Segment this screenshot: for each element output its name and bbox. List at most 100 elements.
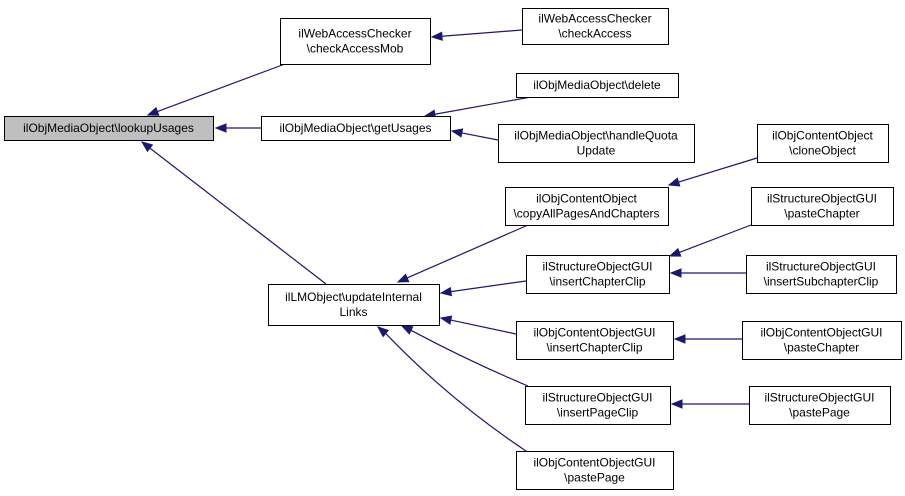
edge-insertSubchapterClip-to-sog_insertChapterClip [669,268,746,278]
edge-arrowhead [400,325,414,335]
node-cog_insertChapterClip[interactable]: ilObjContentObjectGUI\insertChapterClip [516,321,674,360]
node-getUsages[interactable]: ilObjMediaObject\getUsages [261,116,451,141]
node-sog_pastePage[interactable]: ilStructureObjectGUI\pastePage [749,386,891,425]
node-label-line: ilStructureObjectGUI [766,260,876,274]
edge-line [385,333,527,452]
edge-checkAccessMob-to-lookupUsages [146,63,286,116]
edge-arrowhead [439,315,453,325]
edge-line [434,96,532,115]
node-cog_pasteChapter[interactable]: ilObjContentObjectGUI\pasteChapter [742,321,902,360]
node-box[interactable] [498,124,695,163]
node-sog_insertChapterClip[interactable]: ilStructureObjectGUI\insertChapterClip [526,255,670,294]
edge-arrowhead [214,123,227,133]
node-cloneObject[interactable]: ilObjContentObject\cloneObject [757,124,889,163]
node-box[interactable] [525,386,671,425]
node-label-line: \insertPageClip [557,406,639,420]
node-label-line: \pastePage [564,471,625,485]
node-box[interactable] [516,73,679,98]
edge-line [450,280,527,293]
root-node-box [4,116,214,141]
node-label-line: ilLMObject\updateInternal [285,290,422,304]
edges-layer [140,29,758,452]
node-cog_pastePage[interactable]: ilObjContentObjectGUI\pastePage [516,451,674,490]
node-label-line: ilObjContentObjectGUI [760,326,882,340]
node-checkAccess[interactable]: ilWebAccessChecker\checkAccess [522,8,669,45]
edge-line [461,132,499,141]
edge-arrowhead [396,273,410,283]
node-box[interactable] [746,255,897,294]
node-box[interactable] [742,321,902,360]
edge-arrowhead [670,399,683,409]
edge-sog_pastePage-to-sog_insertPageClip [670,399,749,409]
node-insertSubchapterClip[interactable]: ilStructureObjectGUI\insertSubchapterCli… [746,255,897,294]
node-label-line: ilStructureObjectGUI [542,260,652,274]
edge-cog_pasteChapter-to-cog_insertChapterClip [673,334,742,344]
node-label-line: \pastePage [789,406,850,420]
node-label-line: ilStructureObjectGUI [767,192,877,206]
node-label-line: ilObjContentObjectGUI [533,326,655,340]
node-label-line: ilObjMediaObject\handleQuota [514,129,678,143]
edge-arrowhead [146,106,160,116]
node-box[interactable] [516,451,674,490]
node-label-line: ilWebAccessChecker [538,12,651,26]
node-delete[interactable]: ilObjMediaObject\delete [516,73,679,98]
node-label-line: ilStructureObjectGUI [542,391,652,405]
edge-arrowhead [450,128,464,138]
node-copyAllPagesAndChapters[interactable]: ilObjContentObject\copyAllPagesAndChapte… [505,187,669,226]
edge-cog_pastePage-to-updateInternalLinks [376,326,527,452]
edge-delete-to-getUsages [423,96,532,119]
node-sog_insertPageClip[interactable]: ilStructureObjectGUI\insertPageClip [525,386,671,425]
edge-getUsages-to-lookupUsages [214,123,261,133]
node-box[interactable] [526,255,670,294]
node-sog_pasteChapter[interactable]: ilStructureObjectGUI\pasteChapter [751,187,894,226]
node-label-line: ilObjMediaObject\getUsages [279,121,431,135]
node-box[interactable] [516,321,674,360]
node-label-line: ilWebAccessChecker [298,27,411,41]
edge-line [441,29,523,37]
node-label-line: Links [339,305,367,319]
edge-line [157,63,286,113]
edge-updateInternalLinks-to-lookupUsages [140,141,327,285]
edge-cog_insertChapterClip-to-updateInternalLinks [439,315,517,335]
edge-sog_insertPageClip-to-updateInternalLinks [400,325,529,387]
node-label-line: ilObjMediaObject\lookupUsages [23,121,194,135]
node-box[interactable] [280,18,431,65]
node-box[interactable] [757,124,889,163]
edge-arrowhead [669,268,682,278]
edge-arrowhead [376,326,390,338]
node-label-line: \insertSubchapterClip [764,275,879,289]
node-label-line: \insertChapterClip [546,341,642,355]
edge-arrowhead [140,141,154,153]
edge-arrowhead [668,247,682,257]
node-label-line: \copyAllPagesAndChapters [513,207,659,221]
edge-sog_pasteChapter-to-sog_insertChapterClip [668,224,752,257]
node-label-line: \cloneObject [789,144,856,158]
node-box[interactable] [749,386,891,425]
node-label-line: ilObjContentObject [536,192,637,206]
node-box[interactable] [751,187,894,226]
node-label-line: Update [577,144,616,158]
edge-arrowhead [667,177,681,187]
edge-cloneObject-to-copyAllPagesAndChapters [667,157,758,187]
edge-line [406,224,529,279]
edge-line [410,329,529,387]
node-box[interactable] [522,8,669,45]
node-checkAccessMob[interactable]: ilWebAccessChecker\checkAccessMob [280,18,431,65]
node-label-line: \checkAccess [558,27,631,41]
node-label-line: \checkAccessMob [307,42,404,56]
edge-line [149,147,327,285]
node-box[interactable] [505,187,669,226]
edge-checkAccess-to-checkAccessMob [430,29,523,41]
node-label-line: \insertChapterClip [549,275,645,289]
node-box[interactable] [261,116,451,141]
edge-line [450,319,517,335]
edge-line [679,224,752,253]
node-label-line: \pasteChapter [784,207,859,221]
node-box[interactable] [268,284,440,326]
edge-handleQuotaUpdate-to-getUsages [450,128,499,141]
node-label-line: ilObjContentObject [772,129,873,143]
edge-sog_insertChapterClip-to-updateInternalLinks [439,280,527,297]
